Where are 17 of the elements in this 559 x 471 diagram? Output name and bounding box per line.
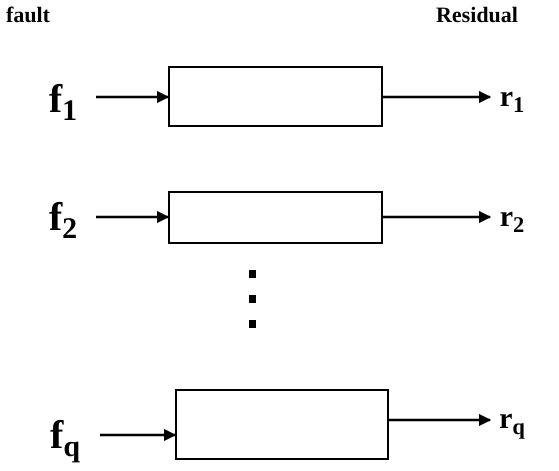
column-heading: Residual bbox=[436, 4, 518, 26]
input-label: f$_{1}$ bbox=[30, 74, 96, 124]
arrow bbox=[96, 210, 170, 224]
output-label: r$_{2}$ bbox=[490, 196, 534, 238]
output-label: r$_{1}$ bbox=[490, 76, 534, 118]
output-label: r$_{q}$ bbox=[490, 398, 534, 440]
arrow bbox=[389, 414, 492, 426]
column-heading: fault bbox=[6, 4, 50, 26]
arrow bbox=[96, 90, 170, 104]
input-label: f$_{q}$ bbox=[30, 406, 100, 464]
block-box bbox=[168, 191, 383, 244]
arrow bbox=[100, 428, 176, 442]
block-box bbox=[175, 389, 389, 460]
arrow bbox=[383, 210, 492, 224]
block-box bbox=[168, 66, 383, 127]
input-label: f$_{2}$ bbox=[30, 192, 96, 242]
arrow bbox=[383, 90, 492, 104]
